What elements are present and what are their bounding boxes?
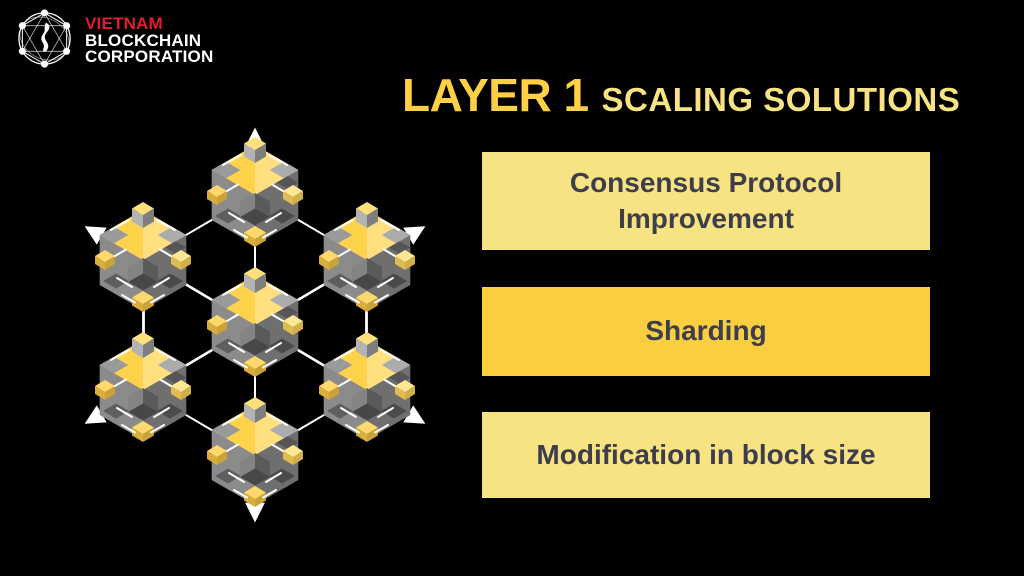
- solution-card-consensus: Consensus Protocol Improvement: [482, 152, 930, 250]
- brand-line-vietnam: VIETNAM: [85, 14, 163, 33]
- solution-label: Consensus Protocol Improvement: [569, 166, 843, 234]
- cube-node-lower-left: [94, 331, 192, 443]
- cube-node-upper-left: [94, 201, 192, 313]
- brand-name: VIETNAM BLOCKCHAIN CORPORATION: [85, 14, 214, 66]
- solution-label: Sharding: [645, 315, 767, 347]
- cube-node-bottom: [206, 396, 304, 508]
- solution-label: Modification in block size: [536, 438, 876, 470]
- brand-logo: VIETNAM BLOCKCHAIN CORPORATION: [13, 7, 213, 70]
- blockchain-network-illustration: [84, 127, 426, 523]
- solution-card-blocksize: Modification in block size: [482, 412, 930, 498]
- brand-line-corporation: CORPORATION: [85, 47, 214, 66]
- title-emphasis: LAYER 1: [402, 69, 589, 121]
- solution-card-sharding: Sharding: [482, 287, 930, 376]
- cube-node-lower-right: [318, 331, 416, 443]
- cube-node-upper-right: [318, 201, 416, 313]
- title-rest: SCALING SOLUTIONS: [601, 81, 961, 118]
- page-title: LAYER 1 SCALING SOLUTIONS: [402, 68, 1012, 122]
- brand-line-blockchain: BLOCKCHAIN: [85, 30, 202, 50]
- network-globe-vietnam-map-icon: [18, 9, 71, 68]
- cube-node-center: [206, 266, 304, 378]
- cube-node-top: [206, 136, 304, 248]
